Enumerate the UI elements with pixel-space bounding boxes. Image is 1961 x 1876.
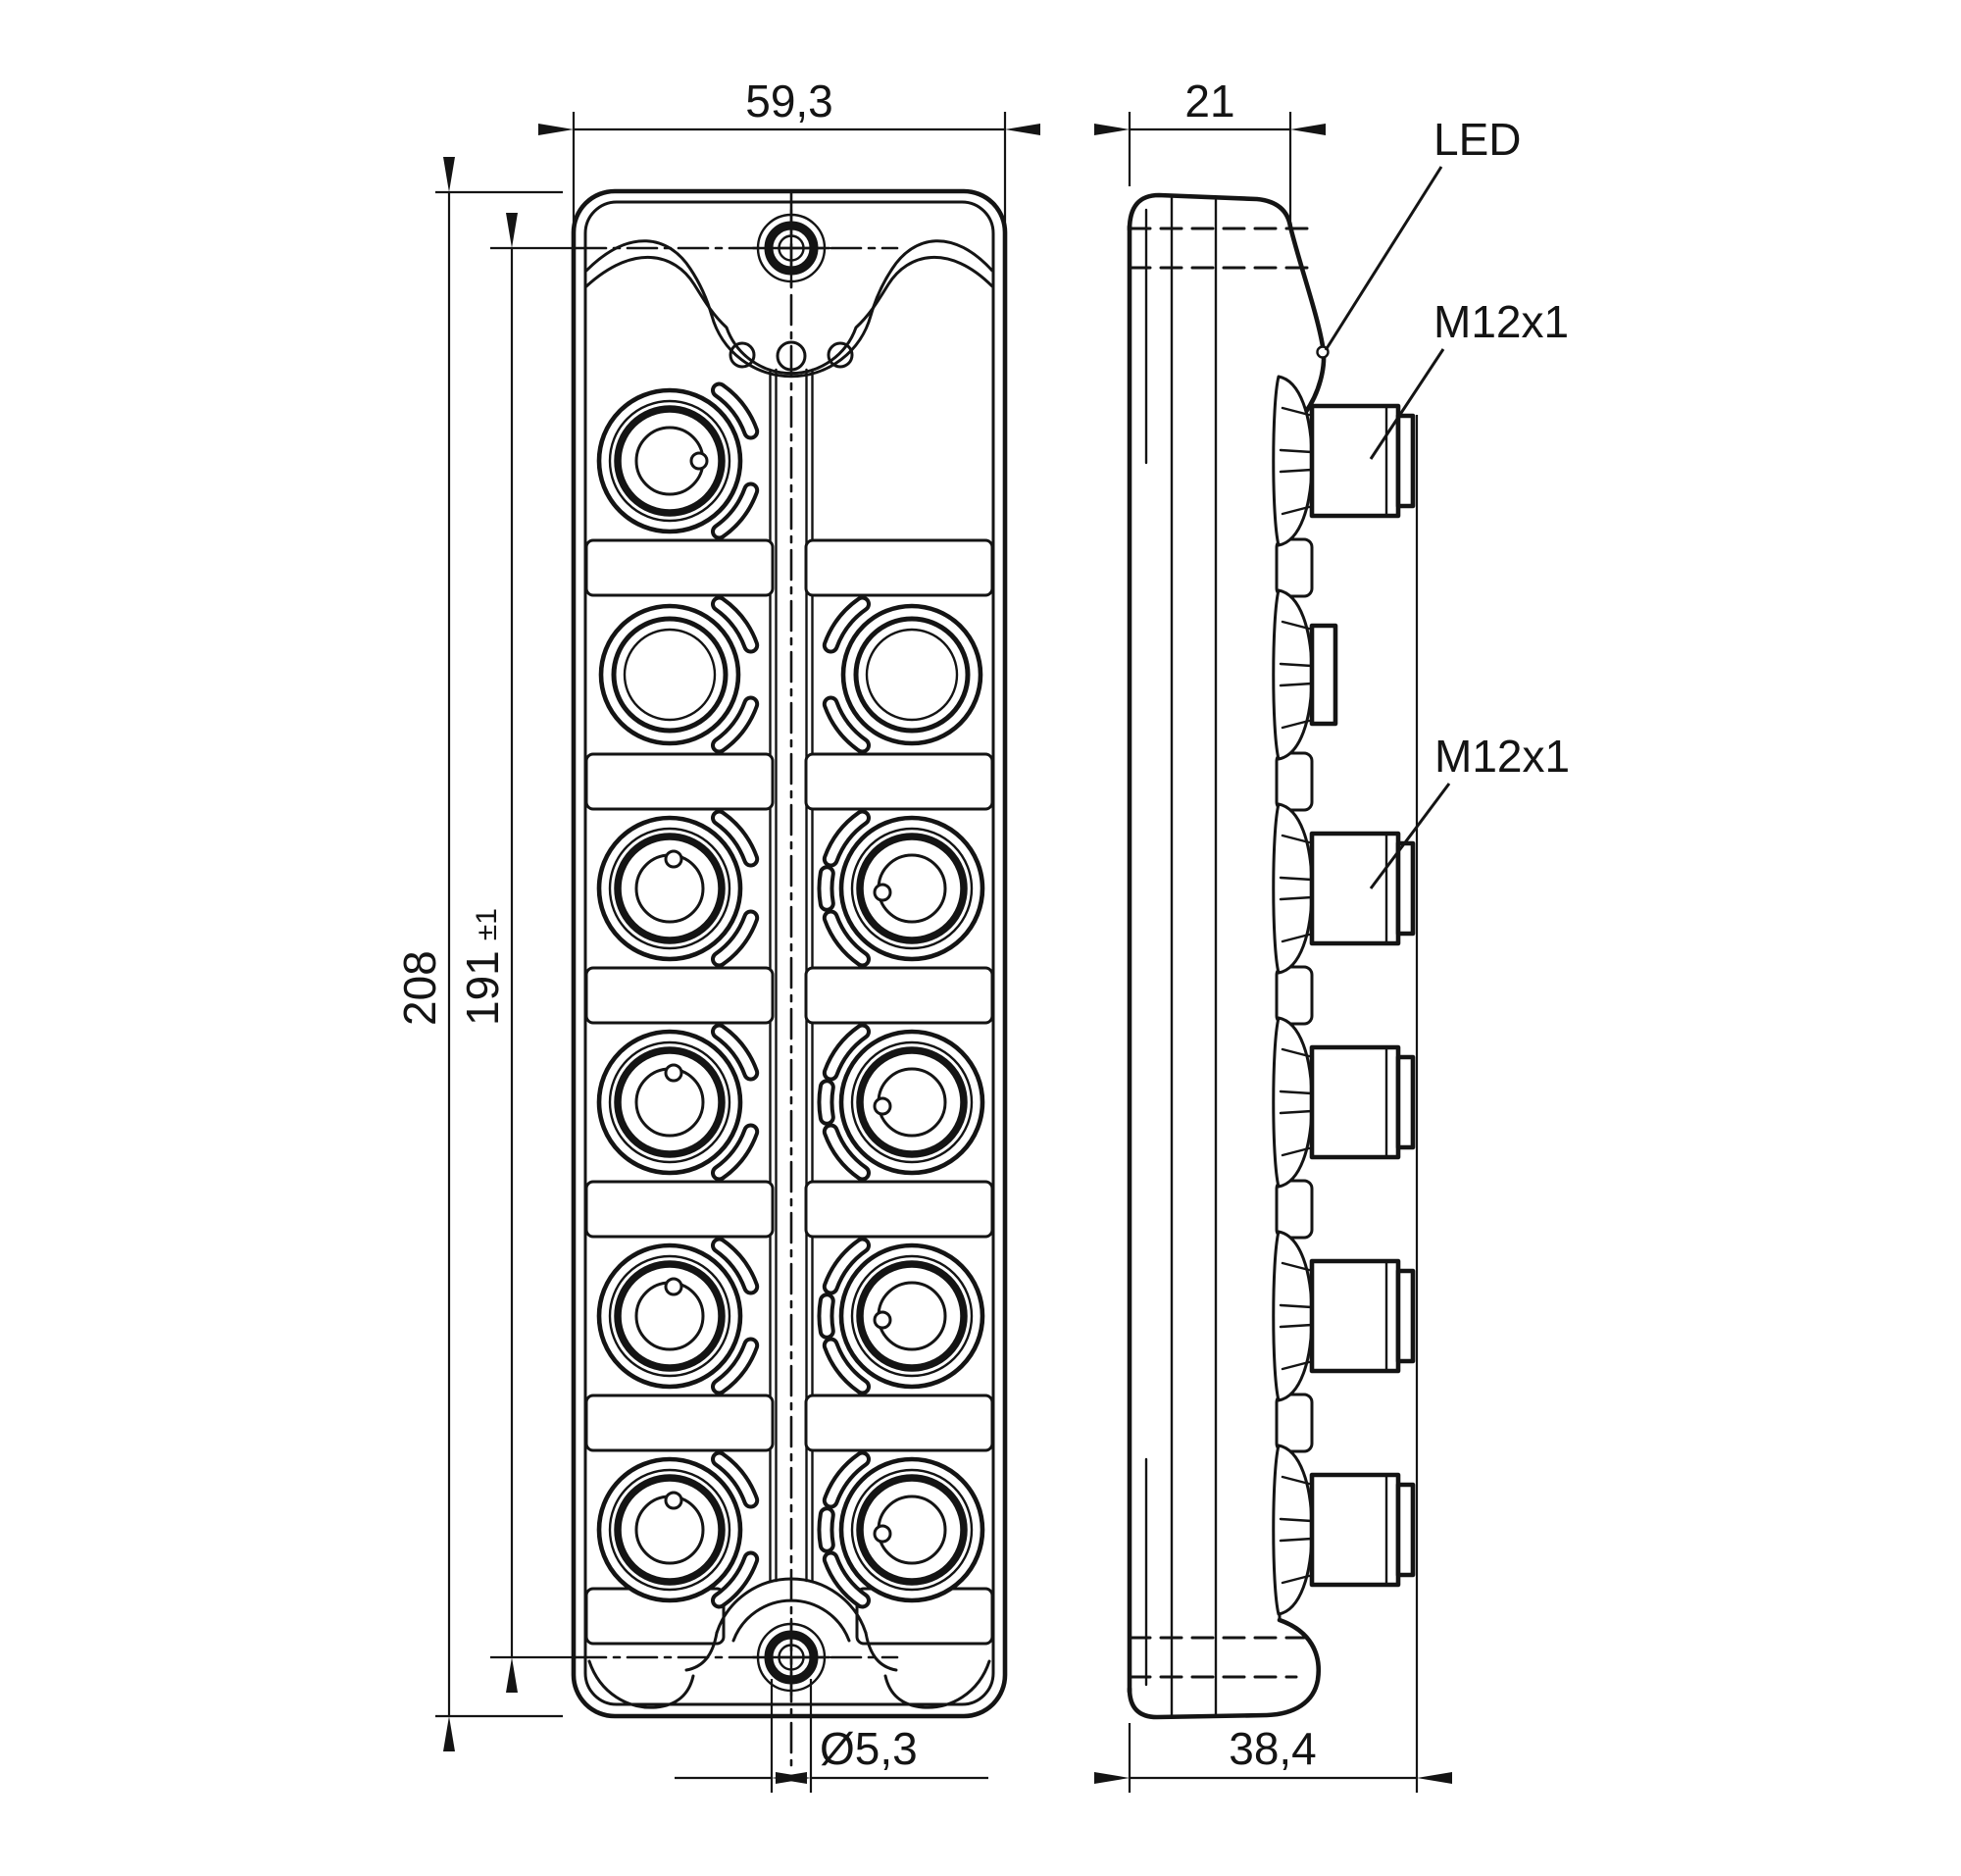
- side-connector-row6: [1272, 1444, 1413, 1616]
- dim-side-depth-front: 21: [1094, 76, 1326, 221]
- dim-hole-spacing: 191±1: [457, 213, 518, 1693]
- label-m12-side-text: M12x1: [1434, 731, 1570, 782]
- m12-port-row3-right: [826, 818, 982, 959]
- dim-hole-diameter: Ø5,3: [675, 1679, 988, 1793]
- dim-front-height-value: 208: [394, 950, 445, 1026]
- m12-port-row3-left: [599, 818, 751, 959]
- dim-front-width: 59,3: [538, 76, 1040, 250]
- housing-outline: [571, 188, 1008, 1719]
- status-led-left: [729, 341, 756, 369]
- m12-port-row6-left: [599, 1459, 751, 1600]
- dim-front-width-value: 59,3: [745, 76, 833, 127]
- side-connector-row2: [1272, 588, 1335, 761]
- front-view: [490, 188, 1008, 1767]
- dim-side-depth-total: 38,4: [1094, 415, 1452, 1793]
- side-connector-row4: [1272, 1016, 1413, 1189]
- label-m12-side: M12x1: [1369, 731, 1570, 889]
- side-connector-row5: [1272, 1230, 1413, 1402]
- side-bottom-flange: [1127, 1617, 1322, 1720]
- status-led-center: [776, 340, 807, 372]
- mounting-screw-bottom: [753, 1619, 830, 1696]
- m12-port-row6-right: [826, 1459, 982, 1600]
- side-connector-row3: [1272, 802, 1413, 975]
- dim-hole-spacing-value: 191±1: [457, 908, 508, 1026]
- m12-port-row2-right: [830, 604, 980, 745]
- m12-port-row5-left: [599, 1245, 751, 1387]
- dim-side-total-value: 38,4: [1229, 1723, 1317, 1774]
- side-view: [1127, 192, 1413, 1720]
- label-led: LED: [1324, 114, 1521, 351]
- m12-port-row2-left: [601, 604, 751, 745]
- m12-port-row4-right: [826, 1032, 982, 1173]
- m12-port-row5-right: [826, 1245, 982, 1387]
- dim-side-depth-value: 21: [1184, 76, 1234, 127]
- label-m12-top-text: M12x1: [1433, 296, 1569, 347]
- label-m12-top: M12x1: [1369, 296, 1569, 460]
- dim-hole-diameter-value: Ø5,3: [820, 1723, 918, 1774]
- label-led-text: LED: [1433, 114, 1521, 165]
- side-connector-row1: [1272, 375, 1413, 547]
- mounting-screw-top: [753, 210, 830, 286]
- dim-front-height: 208: [394, 157, 563, 1751]
- m12-port-row4-left: [599, 1032, 751, 1173]
- m12-port-row1: [599, 390, 751, 532]
- status-led-right: [827, 341, 854, 369]
